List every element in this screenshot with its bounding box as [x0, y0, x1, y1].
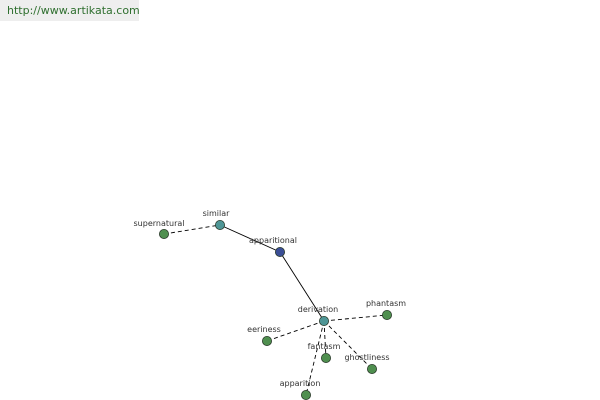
node-label-derivation[interactable]: derivation: [298, 305, 338, 314]
node-label-ghostliness[interactable]: ghostliness: [344, 353, 389, 362]
node-eeriness[interactable]: [261, 335, 272, 346]
node-label-similar[interactable]: similar: [203, 209, 231, 218]
node-similar[interactable]: [214, 219, 225, 230]
node-phantasm[interactable]: [381, 309, 392, 320]
node-derivation[interactable]: [318, 315, 329, 326]
edge-supernatural-similar: [163, 224, 221, 235]
node-label-eeriness[interactable]: eeriness: [247, 325, 281, 334]
node-fantasm[interactable]: [320, 352, 331, 363]
node-label-apparitional[interactable]: apparitional: [249, 236, 297, 245]
edge-derivation-phantasm: [323, 314, 388, 322]
edges-layer: [163, 224, 388, 396]
node-label-apparition[interactable]: apparition: [280, 379, 321, 388]
edge-derivation-apparition: [305, 320, 325, 396]
node-label-fantasm[interactable]: fantasm: [308, 342, 341, 351]
edge-similar-apparitional: [219, 224, 281, 253]
edge-derivation-eeriness: [266, 320, 325, 342]
edge-derivation-fantasm: [323, 320, 327, 359]
node-apparitional[interactable]: [274, 246, 285, 257]
edge-derivation-ghostliness: [323, 320, 373, 370]
node-apparition[interactable]: [300, 389, 311, 400]
labels-layer: supernatural similar apparitional derivatio…: [134, 209, 407, 388]
node-ghostliness[interactable]: [366, 363, 377, 374]
edge-apparitional-derivation: [279, 251, 325, 322]
node-label-phantasm[interactable]: phantasm: [366, 299, 406, 308]
site-url-link[interactable]: http://www.artikata.com: [0, 0, 140, 21]
nodes-layer: [158, 219, 392, 400]
node-label-supernatural[interactable]: supernatural: [134, 219, 185, 228]
node-supernatural[interactable]: [158, 228, 169, 239]
